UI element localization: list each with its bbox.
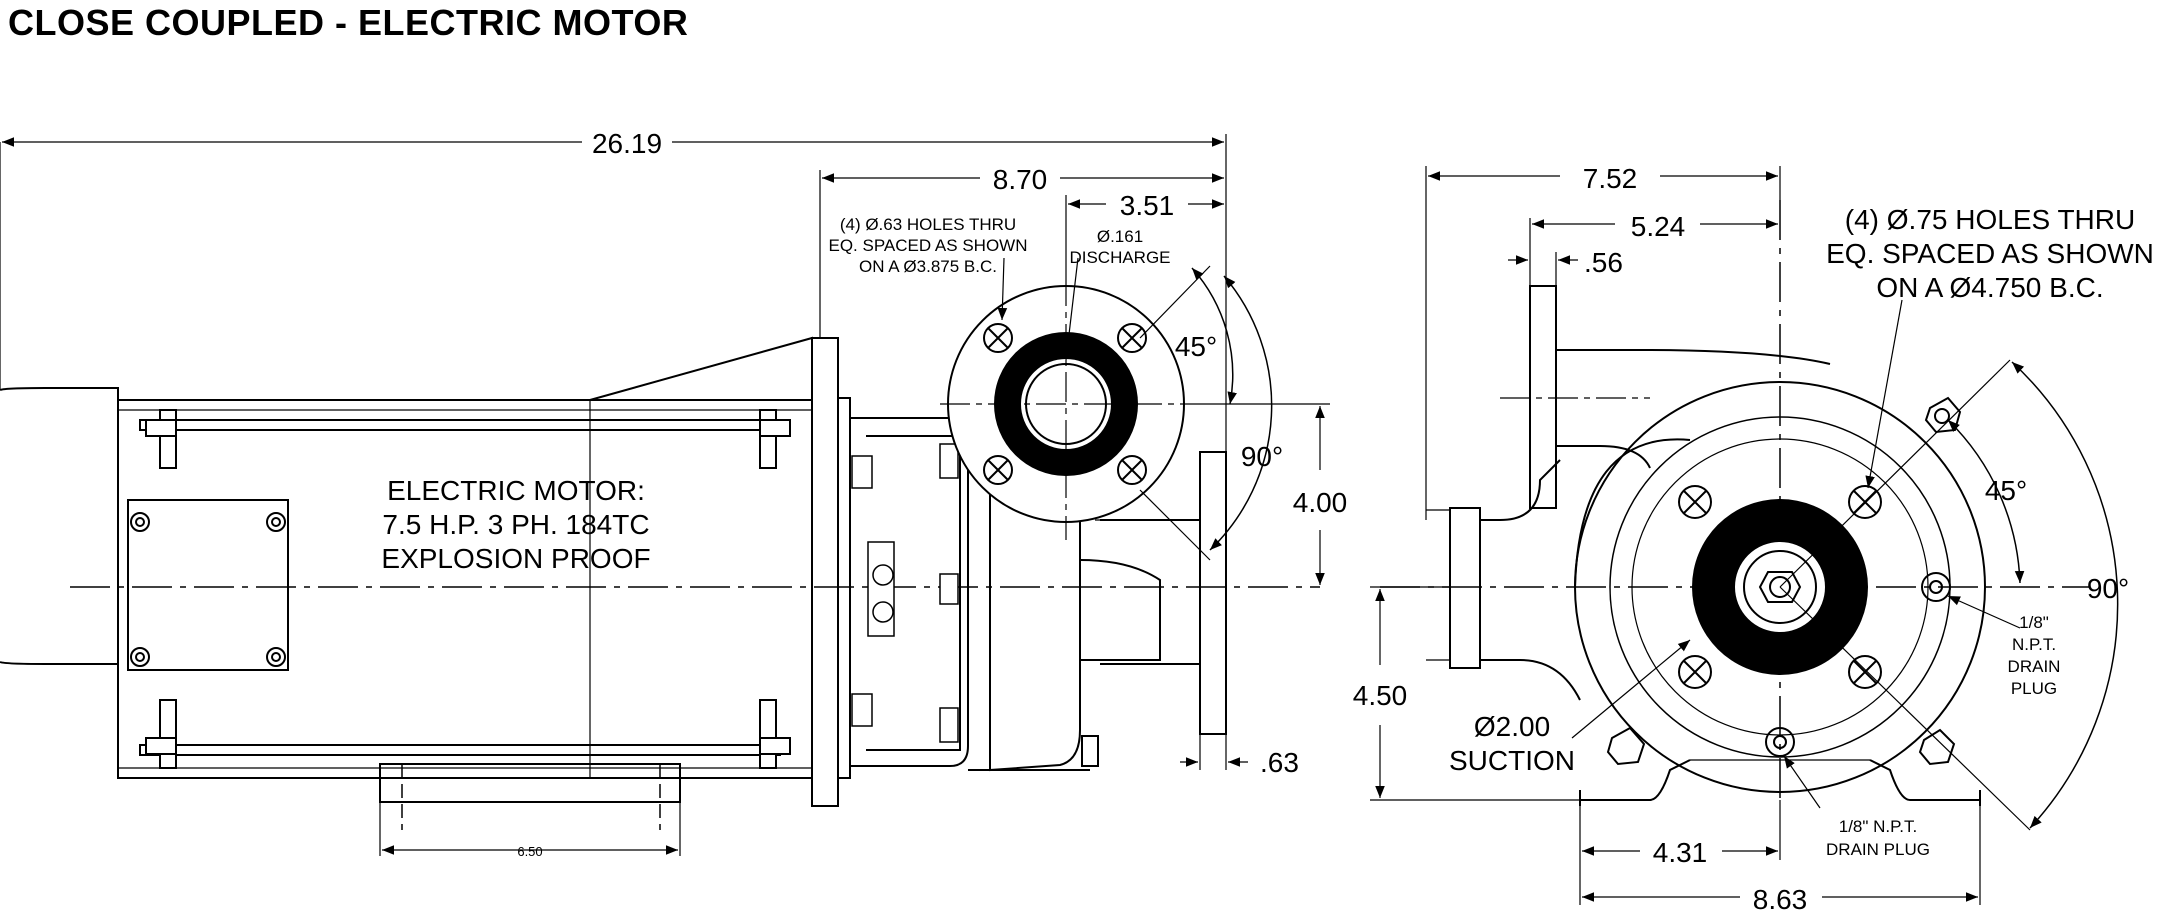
motor-body — [117, 399, 813, 779]
dim-flange-thickness: .63 — [1260, 747, 1299, 778]
end-angle-45: 45° — [1985, 475, 2027, 506]
flange-bolt-holes — [983, 323, 1147, 485]
dim-head-length: 8.70 — [993, 164, 1048, 195]
dim-discharge-height: 4.00 — [1293, 487, 1348, 518]
discharge-flange-note-2: EQ. SPACED AS SHOWN — [828, 236, 1027, 255]
tie-rod-bottom — [139, 744, 781, 756]
dim-offset-56: .56 — [1584, 247, 1623, 278]
motor-label-3: EXPLOSION PROOF — [381, 543, 650, 574]
end-view-labels: 7.52 5.24 .56 4.50 4.31 8.63 (4) Ø.75 HO… — [1353, 163, 2154, 915]
drain-plug-bottom-2: DRAIN PLUG — [1826, 840, 1930, 859]
discharge-note-2: DISCHARGE — [1069, 248, 1170, 267]
drain-plug-right-4: PLUG — [2011, 679, 2057, 698]
side-view-labels: 26.19 8.70 3.51 4.00 .63 6.50 (4) Ø.63 H… — [381, 128, 1347, 859]
motor-label-2: 7.5 H.P. 3 PH. 184TC — [382, 509, 649, 540]
dim-overall-length: 26.19 — [592, 128, 662, 159]
dim-width-752: 7.52 — [1583, 163, 1638, 194]
discharge-flange-edge — [1529, 285, 1557, 509]
suction-flange-note-3: ON A Ø4.750 B.C. — [1876, 272, 2103, 303]
discharge-flange-note-1: (4) Ø.63 HOLES THRU — [840, 215, 1016, 234]
suction-flange-side — [1199, 451, 1227, 735]
end-angle-90: 90° — [2087, 573, 2129, 604]
end-view — [1370, 166, 2119, 905]
page-title: CLOSE COUPLED - ELECTRIC MOTOR — [8, 2, 689, 43]
dim-discharge-offset: 3.51 — [1120, 190, 1175, 221]
dim-height-450: 4.50 — [1353, 680, 1408, 711]
suction-flange-note-1: (4) Ø.75 HOLES THRU — [1845, 204, 2135, 235]
dim-foot-spacing: 6.50 — [517, 844, 542, 859]
drain-plug-right-1: 1/8" — [2019, 613, 2049, 632]
side-angle-45: 45° — [1175, 331, 1217, 362]
drain-plug-right-3: DRAIN — [2008, 657, 2061, 676]
motor-end-cap — [0, 387, 119, 665]
suction-label-2: SUCTION — [1449, 745, 1575, 776]
motor-foot — [379, 763, 681, 803]
dim-width-524: 5.24 — [1631, 211, 1686, 242]
suction-flange-note-2: EQ. SPACED AS SHOWN — [1826, 238, 2154, 269]
discharge-flange-note-3: ON A Ø3.875 B.C. — [859, 257, 997, 276]
dim-width-431: 4.31 — [1653, 837, 1708, 868]
side-view — [0, 134, 1330, 856]
dim-width-863: 8.63 — [1753, 884, 1808, 915]
suction-label-1: Ø2.00 — [1474, 711, 1550, 742]
drain-plug-bottom-1: 1/8" N.P.T. — [1839, 817, 1917, 836]
drain-plug-right-2: N.P.T. — [2012, 635, 2056, 654]
suction-bolt-holes — [1678, 485, 1882, 689]
motor-label-1: ELECTRIC MOTOR: — [387, 475, 645, 506]
tie-rod-top — [139, 419, 781, 431]
discharge-note-1: Ø.161 — [1097, 227, 1143, 246]
motor-flange — [811, 337, 839, 807]
junction-box — [127, 499, 289, 671]
side-angle-90: 90° — [1241, 441, 1283, 472]
